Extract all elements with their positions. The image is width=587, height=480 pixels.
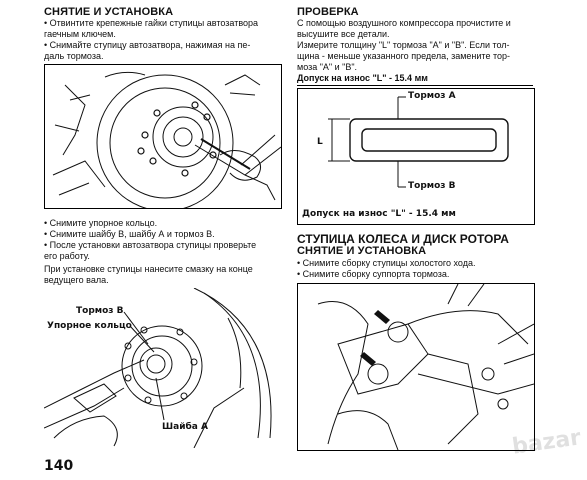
hub-heading: СТУПИЦА КОЛЕСА И ДИСК РОТОРА [297,232,509,246]
locking-hub-figure [44,288,280,448]
right-text-line: моза "А" и "В". [297,62,358,72]
left-text-line: гаечным ключем. [44,29,116,39]
right-text-line: щина - меньше указанного предела, замени… [297,51,510,61]
left-text-line: При установке ступицы нанесите смазку на… [44,264,253,274]
left-text-line: • Снимите шайбу В, шайбу А и тормоз В. [44,229,215,239]
label-brake-a: Тормоз А [408,91,456,101]
label-thrust-ring: Упорное кольцо [47,321,132,331]
check-heading: ПРОВЕРКА [297,6,359,18]
caliper-figure [297,283,535,451]
tolerance-text: Допуск на износ "L" - 15.4 мм [297,73,428,83]
divider [297,85,533,86]
left-text-line: • Отвинтите крепежные гайки ступицы авто… [44,18,259,28]
left-text-line: • Снимите упорное кольцо. [44,218,158,228]
label-l: L [317,137,323,147]
left-text-line: • После установки автозатвора ступицы пр… [44,240,257,250]
right-text-line: С помощью воздушного компрессора прочист… [297,18,511,28]
left-text-line: ведущего вала. [44,275,109,285]
left-heading: СНЯТИЕ И УСТАНОВКА [44,6,174,18]
hub-removal-figure [44,64,282,209]
left-text-line: • Снимайте ступицу автозатвора, нажимая … [44,40,251,50]
page-number: 140 [44,458,74,474]
diagram-caption: Допуск на износ "L" - 15.4 мм [302,209,456,219]
label-brake-b-right: Тормоз В [408,181,456,191]
hub-subheading: СНЯТИЕ И УСТАНОВКА [297,245,427,257]
label-brake-b: Тормоз В [76,306,124,316]
right-text-line: Измерите толщину "L" тормоза "А" и "В". … [297,40,510,50]
brake-thickness-diagram [297,88,535,225]
label-washer-a: Шайба А [162,422,208,432]
left-text-line: его работу. [44,251,90,261]
right-text-line: • Снимите сборку суппорта тормоза. [297,269,450,279]
right-text-line: • Снимите сборку ступицы холостого хода. [297,258,476,268]
left-text-line: даль тормоза. [44,51,104,61]
right-text-line: высушите все детали. [297,29,390,39]
